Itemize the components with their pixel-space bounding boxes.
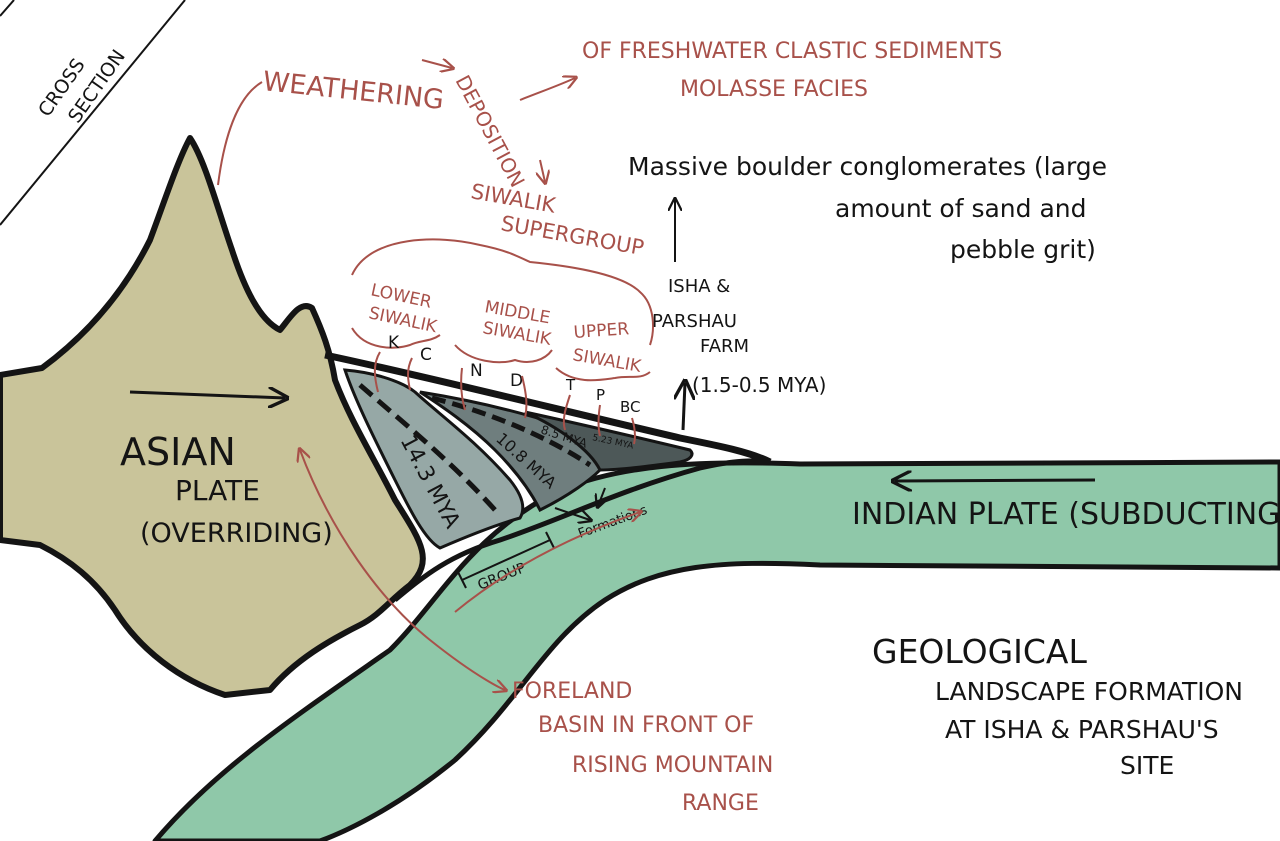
title-line1: GEOLOGICAL xyxy=(872,632,1088,671)
corner-divider-top xyxy=(0,0,15,17)
supergroup-brace xyxy=(351,238,654,346)
site-name-line3: FARM xyxy=(700,336,749,357)
formation-n: N xyxy=(470,361,483,381)
group-scale-tick-right xyxy=(545,531,555,549)
sediments-label-line1: OF FRESHWATER CLASTIC SEDIMENTS xyxy=(582,39,1002,64)
upper-siwalik-brace xyxy=(555,367,651,382)
weathering-to-deposition-arrow xyxy=(421,60,452,68)
basin-outline xyxy=(324,351,772,466)
conglomerate-note-line2: amount of sand and xyxy=(835,194,1087,223)
formation-p: P xyxy=(596,386,605,404)
deposition-to-sediments-arrow xyxy=(519,78,575,101)
formation-k-line xyxy=(373,351,381,393)
formation-p-line xyxy=(597,404,601,437)
sediments-label-line2: MOLASSE FACIES xyxy=(680,77,868,102)
site-age-label: (1.5-0.5 MYA) xyxy=(692,373,826,397)
asian-plate-shape xyxy=(0,135,426,698)
deposition-to-siwalik-arrow xyxy=(540,159,545,182)
lower-siwalik-brace xyxy=(351,327,441,349)
formation-d: D xyxy=(510,371,523,391)
formation-t-line xyxy=(562,394,571,431)
site-up-arrow xyxy=(683,383,685,431)
basin-note-line4: RANGE xyxy=(682,791,759,816)
formation-d-line xyxy=(521,375,528,419)
asian-plate-arrow xyxy=(129,392,285,398)
asian-plate-label-line2: PLATE xyxy=(175,474,260,507)
middle-siwalik-layer xyxy=(419,390,602,513)
indian-plate-label: INDIAN PLATE (SUBDUCTING) xyxy=(852,497,1280,532)
basin-note-line3: RISING MOUNTAIN xyxy=(572,753,773,778)
basin-to-formations-arrow xyxy=(454,512,640,613)
basin-note-line2: BASIN IN FRONT OF xyxy=(538,713,754,738)
title-line3: AT ISHA & PARSHAU'S xyxy=(945,715,1219,744)
formation-bc: BC xyxy=(620,398,641,416)
corner-divider xyxy=(0,0,186,226)
weathering-arc xyxy=(217,81,263,186)
basin-note-line1: FORELAND xyxy=(512,679,632,704)
middle-layer-dashed-line xyxy=(431,395,592,468)
formation-bc-line xyxy=(631,417,637,445)
formation-n-line xyxy=(460,367,466,411)
scale-to-plate-arrow xyxy=(554,507,590,520)
formation-t: T xyxy=(565,376,576,394)
indian-plate-arrow xyxy=(895,480,1096,481)
asian-plate-label-line3: (OVERRIDING) xyxy=(140,518,333,549)
asian-plate-label-line1: ASIAN xyxy=(120,430,236,474)
formation-c: C xyxy=(420,345,432,365)
deposition-label: DEPOSITION xyxy=(451,71,530,191)
upper-siwalik-layer xyxy=(524,410,694,472)
conglomerate-note-line3: pebble grit) xyxy=(950,235,1096,264)
foreland-basin-arrow xyxy=(300,450,505,690)
formations-pointer xyxy=(598,487,605,506)
middle-siwalik-brace xyxy=(454,344,553,364)
site-name-line2: PARSHAU xyxy=(652,311,737,332)
formation-k: K xyxy=(388,333,400,353)
formation-c-line xyxy=(407,357,413,391)
weathering-label: WEATHERING xyxy=(261,66,445,116)
title-line4: SITE xyxy=(1120,751,1174,780)
upper-siwalik-label-line1: UPPER xyxy=(573,319,630,343)
conglomerate-note-line1: Massive boulder conglomerates (large xyxy=(628,152,1107,181)
siwalik-supergroup-line2: SUPERGROUP xyxy=(499,211,646,260)
site-name-line1: ISHA & xyxy=(668,276,730,297)
upper-siwalik-label-line2: SIWALIK xyxy=(571,345,643,377)
title-line2: LANDSCAPE FORMATION xyxy=(935,677,1243,706)
lower-layer-dashed-line xyxy=(358,383,497,512)
